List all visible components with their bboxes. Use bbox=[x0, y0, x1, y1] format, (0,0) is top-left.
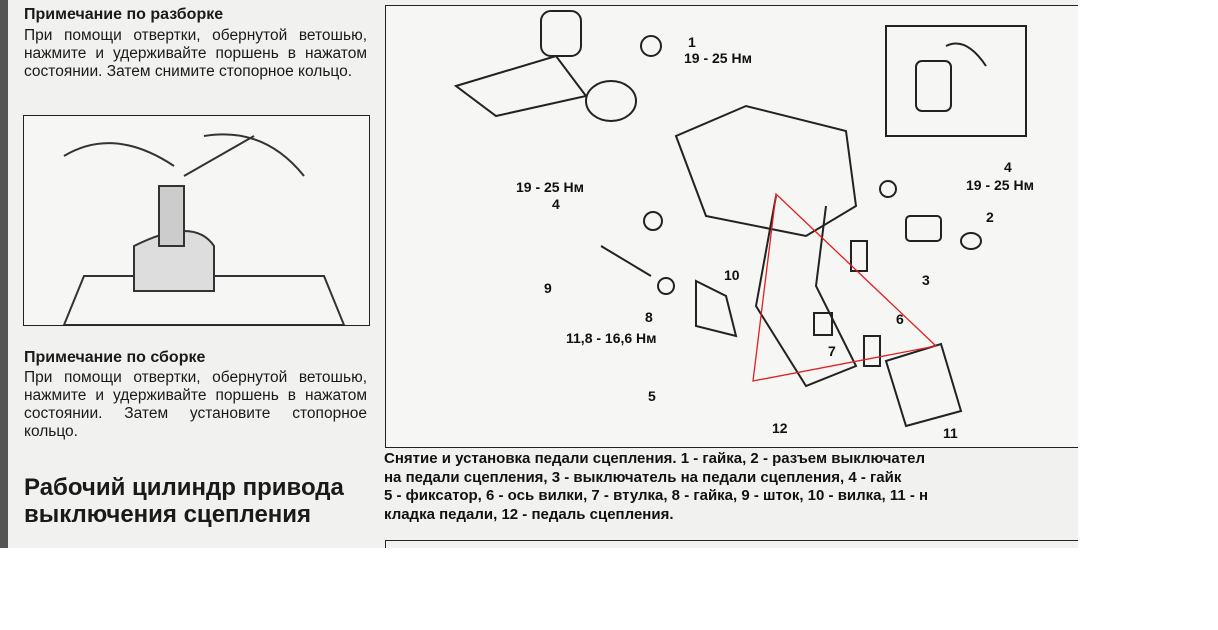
callout-2: 2 bbox=[986, 209, 994, 225]
callout-1: 1 bbox=[688, 34, 696, 50]
callout-5: 5 bbox=[648, 388, 656, 404]
piston-drawing bbox=[62, 133, 346, 325]
note-disassembly-title: Примечание по разборке bbox=[24, 6, 224, 23]
caption-line: на педали сцепления, 3 - выключатель на … bbox=[384, 468, 902, 486]
note-disassembly-text: При помощи отвертки, обернутой ветошью, … bbox=[24, 27, 367, 80]
callout-3: 3 bbox=[922, 272, 930, 288]
torque-label: 19 - 25 Нм bbox=[516, 179, 584, 195]
section-heading: Рабочий цилиндр привода выключения сцепл… bbox=[24, 474, 344, 528]
red-highlight-triangle bbox=[752, 192, 938, 382]
callout-12: 12 bbox=[772, 420, 788, 436]
callout-11: 11 bbox=[943, 425, 958, 441]
scan-edge bbox=[0, 0, 8, 548]
piston-illustration bbox=[23, 115, 370, 326]
note-assembly-text: При помощи отвертки, обернутой ветошью, … bbox=[24, 369, 367, 440]
callout-8: 8 bbox=[645, 309, 653, 325]
caption-line: кладка педали, 12 - педаль сцепления. bbox=[384, 505, 674, 523]
callout-10: 10 bbox=[724, 267, 740, 283]
note-assembly-title: Примечание по сборке bbox=[24, 349, 206, 366]
callout-4: 4 bbox=[552, 196, 560, 212]
torque-label: 11,8 - 16,6 Нм bbox=[566, 330, 657, 346]
callout-6: 6 bbox=[896, 311, 904, 327]
clutch-pedal-diagram: 1 19 - 25 Нм 19 - 25 Нм 4 4 19 - 25 Нм 2… bbox=[385, 5, 1078, 448]
torque-label: 19 - 25 Нм bbox=[966, 177, 1034, 193]
scanned-page: Примечание по разборке При помощи отверт… bbox=[0, 0, 1078, 548]
caption-line: 5 - фиксатор, 6 - ось вилки, 7 - втулка,… bbox=[384, 487, 929, 504]
next-figure-frame bbox=[385, 540, 1078, 548]
callout-9: 9 bbox=[544, 280, 552, 296]
callout-4: 4 bbox=[1004, 159, 1012, 175]
figure-caption: Снятие и установка педали сцепления. 1 -… bbox=[384, 450, 1078, 524]
caption-line: Снятие и установка педали сцепления. 1 -… bbox=[384, 450, 925, 467]
torque-label: 19 - 25 Нм bbox=[684, 50, 752, 66]
callout-7: 7 bbox=[828, 343, 836, 359]
pedal-drawing bbox=[453, 10, 1027, 428]
